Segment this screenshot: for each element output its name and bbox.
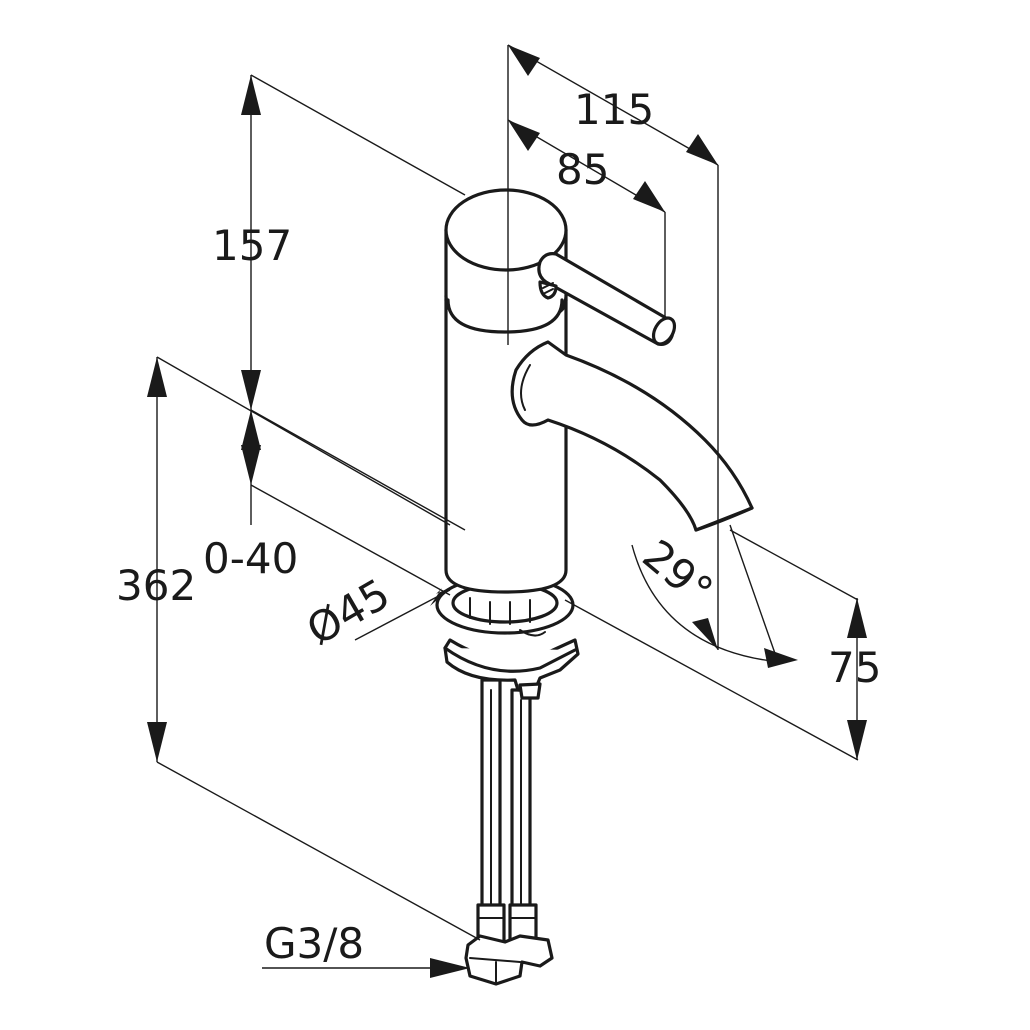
label-height-total: 362 bbox=[116, 561, 196, 610]
faucet bbox=[435, 188, 754, 986]
dimension-lines bbox=[147, 44, 867, 978]
label-connection: G3/8 bbox=[264, 919, 364, 968]
label-height-adjust: 0-40 bbox=[203, 534, 298, 583]
label-diameter: Ø45 bbox=[299, 569, 398, 655]
label-width-lever: 85 bbox=[556, 145, 609, 194]
lever-handle bbox=[537, 252, 677, 346]
spout bbox=[510, 340, 754, 532]
hex-nut bbox=[464, 934, 554, 986]
mounting-plate bbox=[443, 638, 580, 700]
label-height-top: 157 bbox=[212, 221, 292, 270]
label-spout-height: 75 bbox=[828, 643, 881, 692]
label-width-total: 115 bbox=[574, 85, 654, 134]
supply-hoses bbox=[476, 678, 538, 952]
top-cap bbox=[444, 188, 568, 334]
label-spout-angle: 29° bbox=[634, 530, 723, 615]
